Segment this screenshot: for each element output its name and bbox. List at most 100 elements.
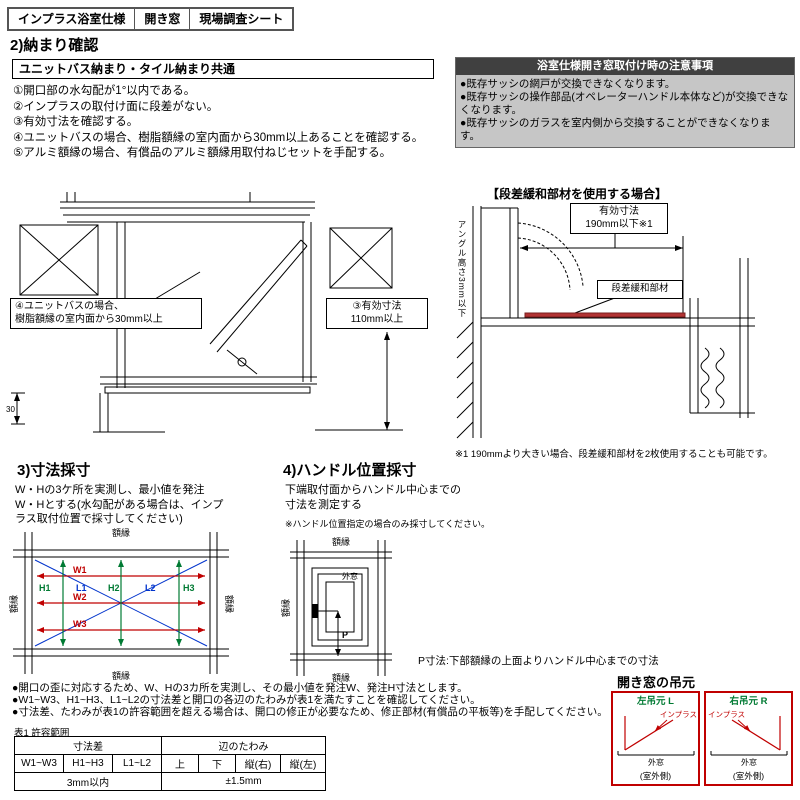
notice-item-2: ●既存サッシの操作部品(オペレーターハンドル本体など)が交換できなくなります。 xyxy=(460,91,789,116)
hinge-right-pointer xyxy=(737,719,751,732)
notice-title: 浴室仕様開き窓取付け時の注意事項 xyxy=(456,58,794,75)
callout-effective-110: ③有効寸法 110mm以上 xyxy=(326,298,428,329)
h3-label: H3 xyxy=(183,583,195,593)
step-member-strip xyxy=(524,312,686,318)
section3-heading: 3)寸法採寸 xyxy=(17,462,91,479)
check-item-3: ③有効寸法を確認する。 xyxy=(13,116,139,128)
dimension-diagram: W1 W2 W3 H1 H2 H3 L1 L2 額縁 額縁 額縁 額縁 xyxy=(8,527,235,681)
check-item-2: ②インプラスの取付け面に段差がない。 xyxy=(13,100,219,113)
p-dim-label: P xyxy=(342,630,348,640)
handle-frame-linework xyxy=(290,540,392,676)
sheet-title: インプラス浴室仕様 開き窓 現場調査シート xyxy=(7,7,295,31)
hinge-left-pointer xyxy=(654,719,668,732)
height-measures xyxy=(60,560,182,646)
hinge-right-outer-label: 外窓 xyxy=(741,757,757,766)
frame-right-label: 額縁 xyxy=(224,595,235,613)
handle-mark xyxy=(312,604,318,618)
title-part-doc-type: 現場調査シート xyxy=(189,9,292,29)
measure-labels: W1 W2 W3 H1 H2 H3 L1 L2 xyxy=(39,565,195,629)
notice-box: 浴室仕様開き窓取付け時の注意事項 ●既存サッシの網戸が交換できなくなります。 ●… xyxy=(455,57,795,148)
h1-label: H1 xyxy=(39,583,51,593)
hinge-heading: 開き窓の吊元 xyxy=(617,675,696,690)
table-col-w: W1~W3 xyxy=(14,754,64,773)
handle-diagram-labels: 額縁 額縁 額縁 外窓 P xyxy=(280,536,358,683)
frame-linework xyxy=(13,532,229,674)
step-linework xyxy=(456,206,755,439)
angle-height-label: アングル高さ3mm以下 xyxy=(457,220,467,318)
hinge-right-title: 右吊元 R xyxy=(729,696,768,707)
hinge-left-inplus-label: インプラス xyxy=(660,710,697,719)
handle-position-diagram: 額縁 額縁 額縁 外窓 P xyxy=(280,536,392,683)
hinge-right-box: 右吊元 R インプラス 外窓 xyxy=(704,691,793,786)
table-col-top: 上 xyxy=(161,754,199,773)
table-row: 寸法差 辺のたわみ xyxy=(14,736,326,755)
window-section-diagram: 30 xyxy=(6,192,403,433)
section-linework xyxy=(11,192,403,433)
step-member-label: 段差緩和部材 xyxy=(597,280,683,299)
hinge-right-outer-bracket xyxy=(710,751,788,756)
section2-heading: 2)納まり確認 xyxy=(10,37,99,54)
w2-label: W2 xyxy=(73,592,87,602)
step-case-title: 【段差緩和部材を使用する場合】 xyxy=(487,187,668,201)
hinge-diagrams: 左吊元 L インプラス 外窓 xyxy=(611,691,793,786)
bottom-note-3: ●寸法差、たわみが表1の許容範囲を超える場合は、開口の修正が必要なため、修正部材… xyxy=(12,705,608,718)
p-dim-note: P寸法:下部額縁の上面よりハンドル中心までの寸法 xyxy=(418,655,659,667)
frame-bottom-label: 額縁 xyxy=(112,670,130,681)
table-col-vert-right: 縦(右) xyxy=(235,754,281,773)
hinge-left-outside-label: (室外側) xyxy=(639,771,672,781)
w1-label: W1 xyxy=(73,565,87,575)
bottom-note-2: ●W1~W3、H1~H3、L1~L2の寸法差と開口の各辺のたわみが表1を満たすこ… xyxy=(12,693,481,706)
common-box-title: ユニットバス納まり・タイル納まり共通 xyxy=(12,59,434,79)
hinge-left-outer-bracket xyxy=(617,751,695,756)
title-part-product: インプラス浴室仕様 xyxy=(18,12,126,26)
step-footnote: ※1 190mmより大きい場合、段差緩和部材を2枚使用することも可能です。 xyxy=(455,449,773,460)
hinge-right-outside-label: (室外側) xyxy=(732,771,765,781)
tolerance-table: 寸法差 辺のたわみ W1~W3 H1~H3 L1~L2 上 下 縦(右) 縦(左… xyxy=(14,736,326,791)
bottom-notes: ●開口の歪に対応するため、W、Hの3カ所を実測し、その最小値を発注W、発注H寸法… xyxy=(12,682,608,718)
table-col-l: L1~L2 xyxy=(112,754,162,773)
frame-labels: 額縁 額縁 額縁 額縁 xyxy=(8,527,235,681)
check-item-1: ①開口部の水勾配が1°以内である。 xyxy=(13,85,196,97)
frame-left-label: 額縁 xyxy=(8,595,19,613)
table-col-h: H1~H3 xyxy=(63,754,113,773)
effective-dim-label: 有効寸法 190mm以下※1 xyxy=(570,203,668,234)
frame-bottom-label: 額縁 xyxy=(332,672,350,683)
notice-body: ●既存サッシの網戸が交換できなくなります。 ●既存サッシの操作部品(オペレーター… xyxy=(456,75,794,147)
check-item-5: ⑤アルミ額縁の場合、有償品のアルミ額縁用取付ねじセットを手配する。 xyxy=(13,147,392,159)
check-item-4: ④ユニットバスの場合、樹脂額縁の室内面から30mm以上あることを確認する。 xyxy=(13,131,424,144)
title-part-window-type: 開き窓 xyxy=(134,9,189,29)
hinge-right-diagram: インプラス 外窓 xyxy=(708,710,788,767)
bottom-note-1: ●開口の歪に対応するため、W、Hの3カ所を実測し、その最小値を発注W、発注H寸法… xyxy=(12,682,468,694)
outer-window-label: 外窓 xyxy=(342,571,358,581)
l1-label: L1 xyxy=(76,583,87,593)
frame-top-label: 額縁 xyxy=(112,527,130,538)
section4-heading: 4)ハンドル位置採寸 xyxy=(283,462,417,479)
table-col-bottom: 下 xyxy=(198,754,236,773)
table-row: W1~W3 H1~H3 L1~L2 上 下 縦(右) 縦(左) xyxy=(14,754,326,773)
frame-left-label: 額縁 xyxy=(280,599,291,617)
hinge-left-box: 左吊元 L インプラス 外窓 xyxy=(611,691,700,786)
l2-label: L2 xyxy=(145,583,156,593)
hinge-left-title: 左吊元 L xyxy=(637,696,674,707)
table-value-diff: 3mm以内 xyxy=(14,772,162,791)
table-row: 3mm以内 ±1.5mm xyxy=(14,772,326,791)
w3-label: W3 xyxy=(73,619,87,629)
table-group-edge-deflection: 辺のたわみ xyxy=(161,736,326,755)
dim-30-label: 30 xyxy=(6,405,15,414)
section4-note: ※ハンドル位置指定の場合のみ採寸してください。 xyxy=(285,519,491,529)
table-col-vert-left: 縦(左) xyxy=(280,754,326,773)
hinge-right-sash xyxy=(731,716,781,751)
table1-caption: 表1 許容範囲 xyxy=(14,728,70,739)
step-member-diagram xyxy=(456,206,755,439)
section4-description: 下端取付面からハンドル中心までの 寸法を測定する xyxy=(285,484,461,511)
hinge-left-outer-label: 外窓 xyxy=(648,757,664,766)
notice-item-1: ●既存サッシの網戸が交換できなくなります。 xyxy=(460,78,676,90)
hinge-right-inplus-label: インプラス xyxy=(708,710,745,719)
callout-unit-bath: ④ユニットバスの場合、 樹脂額縁の室内面から30mm以上 xyxy=(10,298,202,329)
hinge-left-sash xyxy=(624,716,674,751)
frame-top-label: 額縁 xyxy=(332,536,350,547)
notice-item-3: ●既存サッシのガラスを室内側から交換することができなくなります。 xyxy=(460,117,771,142)
section3-description: W・Hの3ケ所を実測し、最小値を発注 W・Hとする(水勾配がある場合は、インプ … xyxy=(15,484,224,525)
table-value-deflection: ±1.5mm xyxy=(161,772,326,791)
